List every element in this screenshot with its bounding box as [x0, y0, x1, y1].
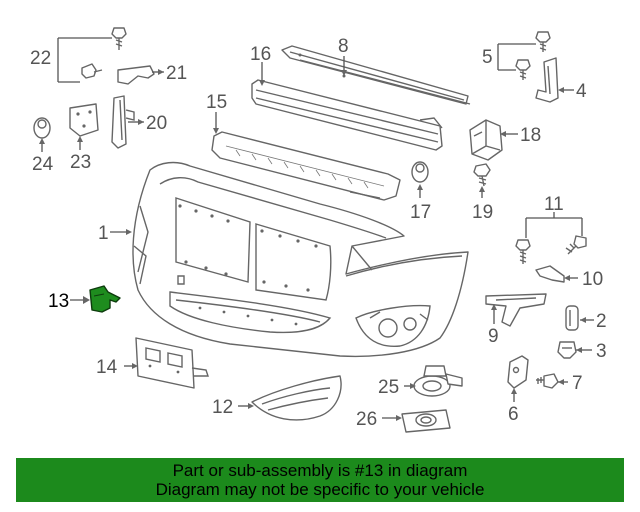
- part-17-nut[interactable]: [411, 161, 429, 183]
- label-13: 13: [48, 291, 69, 312]
- part-7-bolt[interactable]: [536, 373, 559, 389]
- label-10: 10: [582, 269, 603, 290]
- label-26: 26: [356, 409, 377, 430]
- part-26-sensor-holder[interactable]: [401, 409, 451, 433]
- part-10-clip[interactable]: [535, 265, 565, 283]
- part-18-bracket[interactable]: [469, 119, 503, 161]
- part-5-bolts[interactable]: [515, 31, 551, 80]
- part-3-clip[interactable]: [557, 341, 577, 359]
- part-24-nut[interactable]: [33, 117, 51, 139]
- part-14-license-bracket[interactable]: [135, 337, 209, 389]
- label-14: 14: [96, 357, 118, 378]
- label-11: 11: [544, 194, 564, 215]
- part-19-screw[interactable]: [473, 163, 491, 187]
- part-20-vertical-bracket[interactable]: [111, 95, 135, 149]
- label-5: 5: [482, 47, 493, 68]
- label-18: 18: [520, 125, 541, 146]
- label-20: 20: [146, 113, 167, 134]
- part-4-side-bracket[interactable]: [535, 57, 559, 103]
- label-8: 8: [338, 36, 349, 57]
- part-15-energy-absorber[interactable]: [211, 131, 401, 201]
- banner-line-2: Diagram may not be specific to your vehi…: [155, 480, 485, 499]
- label-2: 2: [596, 311, 607, 332]
- label-22: 22: [30, 48, 51, 69]
- label-19: 19: [472, 202, 493, 223]
- part-21-clip-bracket[interactable]: [117, 65, 155, 85]
- arrowheads: [39, 69, 586, 421]
- part-13-highlighted-bracket[interactable]: [89, 285, 121, 313]
- part-23-plate-bracket[interactable]: [69, 103, 99, 137]
- part-25-parking-sensor[interactable]: [413, 365, 463, 397]
- part-16-bumper-reinforcement[interactable]: [251, 79, 443, 151]
- label-15: 15: [206, 92, 227, 113]
- label-23: 23: [70, 152, 91, 173]
- banner-line-1: Part or sub-assembly is #13 in diagram: [172, 461, 468, 480]
- label-24: 24: [32, 154, 54, 175]
- label-4: 4: [576, 81, 587, 102]
- label-21: 21: [166, 63, 187, 84]
- part-11-bolts[interactable]: [515, 235, 587, 264]
- part-22-bolts[interactable]: [81, 27, 127, 79]
- part-8-upper-reinforcement[interactable]: [281, 45, 471, 105]
- part-1-bumper-cover[interactable]: [132, 161, 469, 358]
- label-12: 12: [212, 397, 233, 418]
- part-6-bracket[interactable]: [507, 355, 529, 389]
- label-25: 25: [378, 377, 399, 398]
- label-7: 7: [572, 373, 583, 394]
- part-12-fog-lamp-bezel[interactable]: [251, 375, 342, 421]
- part-2-grommet[interactable]: [565, 305, 579, 331]
- label-9: 9: [488, 326, 499, 347]
- part-9-bracket[interactable]: [485, 293, 547, 327]
- info-banner: Part or sub-assembly is #13 in diagram D…: [16, 458, 624, 502]
- label-6: 6: [508, 404, 519, 425]
- label-17: 17: [410, 202, 431, 223]
- label-3: 3: [596, 341, 607, 362]
- label-16: 16: [250, 44, 271, 65]
- label-1: 1: [98, 223, 109, 244]
- callout-labels: 22 21 20 23 24 16 8 15 1 13 14 12 25 26 …: [30, 36, 607, 430]
